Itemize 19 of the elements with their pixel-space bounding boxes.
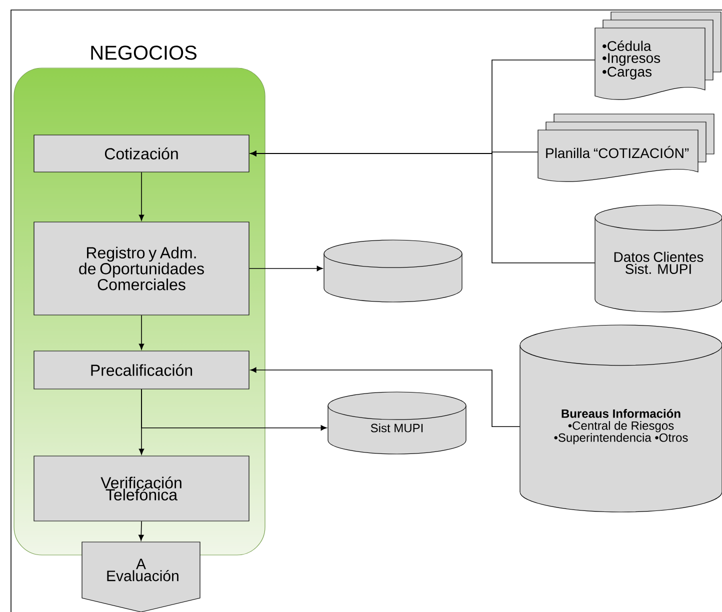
arrow	[138, 314, 144, 350]
process-box: Registro y Adm. de Oportunidades Comerciales	[34, 222, 250, 316]
arrow	[141, 388, 327, 431]
process-box: Cotización	[34, 134, 250, 172]
process-box: Verificación Telefónica	[34, 456, 250, 522]
database-cylinder: Bureaus Información •Central de Riesgos •Superintendencia •Otros	[520, 324, 722, 512]
offpage-connector: A Evaluación	[82, 542, 200, 612]
process-box: Precalificación	[34, 350, 250, 390]
arrow	[248, 266, 323, 272]
database-cylinder: Sist MUPI	[328, 392, 466, 454]
document-stack: •Cédula •Ingresos •Cargas	[594, 12, 722, 100]
node-label: NEGOCIOS	[91, 46, 196, 60]
document-stack: Planilla “COTIZACIÓN”	[538, 114, 714, 182]
arrow	[138, 520, 144, 541]
arrow	[250, 367, 520, 427]
arrow	[250, 150, 596, 264]
database-cylinder	[324, 240, 462, 302]
arrow	[138, 172, 144, 221]
database-cylinder: Datos Clientes Sist. MUPI	[594, 204, 722, 312]
